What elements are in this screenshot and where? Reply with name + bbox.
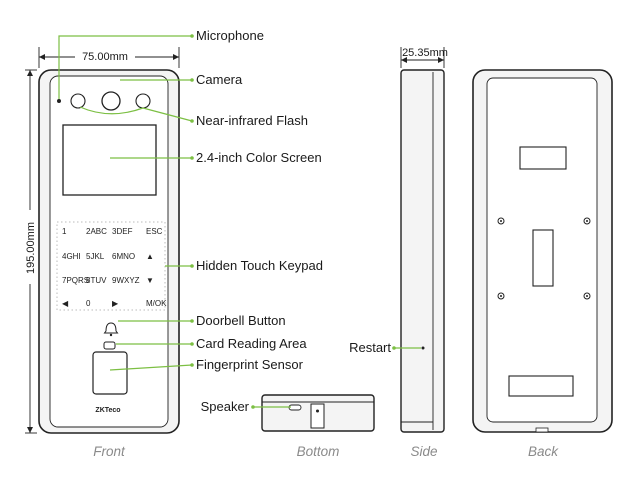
keypad-key[interactable]: 1: [62, 227, 67, 236]
card-reading-icon: [103, 341, 116, 350]
keypad-key[interactable]: 3DEF: [112, 227, 133, 236]
brand-logo: ZKTeco: [95, 407, 120, 414]
view-label-side: Side: [410, 444, 437, 459]
label-microphone: Microphone: [196, 28, 264, 43]
height-label: 195.00mm: [25, 222, 37, 274]
side-view: Restart 25.35mm: [349, 47, 448, 433]
back-top-slot: [519, 146, 567, 170]
microphone-hole: [57, 99, 61, 103]
view-label-front: Front: [93, 444, 126, 459]
keypad-key[interactable]: ◀: [62, 299, 69, 308]
width-label-bg: [75, 49, 135, 63]
camera-lens: [101, 91, 121, 111]
view-label-bottom: Bottom: [297, 444, 340, 459]
back-notch: [535, 427, 549, 433]
keypad-key[interactable]: ESC: [146, 227, 163, 236]
leader-fingerprint: [109, 364, 193, 371]
restart-hole: [421, 346, 425, 350]
side-housing: [400, 69, 445, 433]
leader-microphone: [58, 35, 192, 99]
keypad-key[interactable]: M/OK: [146, 299, 167, 308]
nir-flash-right: [135, 93, 151, 109]
label-screen: 2.4-inch Color Screen: [196, 150, 322, 165]
view-label-back: Back: [528, 444, 559, 459]
callout-leaders: [58, 34, 194, 371]
width-label: 75.00mm: [82, 51, 128, 63]
label-restart: Restart: [349, 340, 391, 355]
keypad-key[interactable]: 0: [86, 299, 91, 308]
dot-microphone: [190, 34, 194, 38]
doorbell-icon: [103, 322, 119, 337]
dot-fingerprint: [190, 363, 194, 367]
dot-keypad: [190, 264, 194, 268]
dot-card: [190, 342, 194, 346]
dot-doorbell: [190, 319, 194, 323]
keypad-key[interactable]: 5JKL: [86, 252, 105, 261]
nir-flash-left: [70, 93, 86, 109]
keypad-key[interactable]: ▶: [112, 299, 119, 308]
back-screw-holes: [497, 217, 591, 300]
keypad-key[interactable]: 9WXYZ: [112, 276, 140, 285]
back-center-slot: [532, 229, 554, 287]
leader-flash: [142, 107, 193, 122]
bottom-screw: [316, 409, 319, 413]
back-view: [472, 69, 613, 433]
label-doorbell: Doorbell Button: [196, 313, 286, 328]
leader-flash-arc: [79, 106, 144, 115]
keypad-key[interactable]: 6MNO: [112, 252, 135, 261]
back-bottom-slot: [508, 375, 574, 397]
keypad-key[interactable]: 2ABC: [86, 227, 107, 236]
dot-speaker: [251, 405, 255, 409]
dot-restart: [392, 346, 396, 350]
keypad-key[interactable]: ▼: [146, 276, 154, 285]
label-camera: Camera: [196, 72, 243, 87]
keypad-key[interactable]: 4GHI: [62, 252, 81, 261]
keypad-key[interactable]: 7PQRS: [62, 276, 89, 285]
label-nir-flash: Near-infrared Flash: [196, 113, 308, 128]
color-screen: [62, 124, 157, 196]
label-keypad: Hidden Touch Keypad: [196, 258, 323, 273]
label-card: Card Reading Area: [196, 336, 307, 351]
height-label-bg: [23, 210, 37, 284]
dot-screen: [190, 156, 194, 160]
bottom-connector: [310, 403, 325, 429]
label-fingerprint: Fingerprint Sensor: [196, 357, 304, 372]
keypad-key[interactable]: 8TUV: [86, 276, 107, 285]
fingerprint-sensor: [92, 351, 128, 395]
bottom-view: Speaker: [201, 394, 375, 432]
label-speaker: Speaker: [201, 399, 250, 414]
dot-flash: [190, 119, 194, 123]
dot-camera: [190, 78, 194, 82]
depth-label: 25.35mm: [402, 47, 448, 59]
keypad-key[interactable]: ▲: [146, 252, 154, 261]
